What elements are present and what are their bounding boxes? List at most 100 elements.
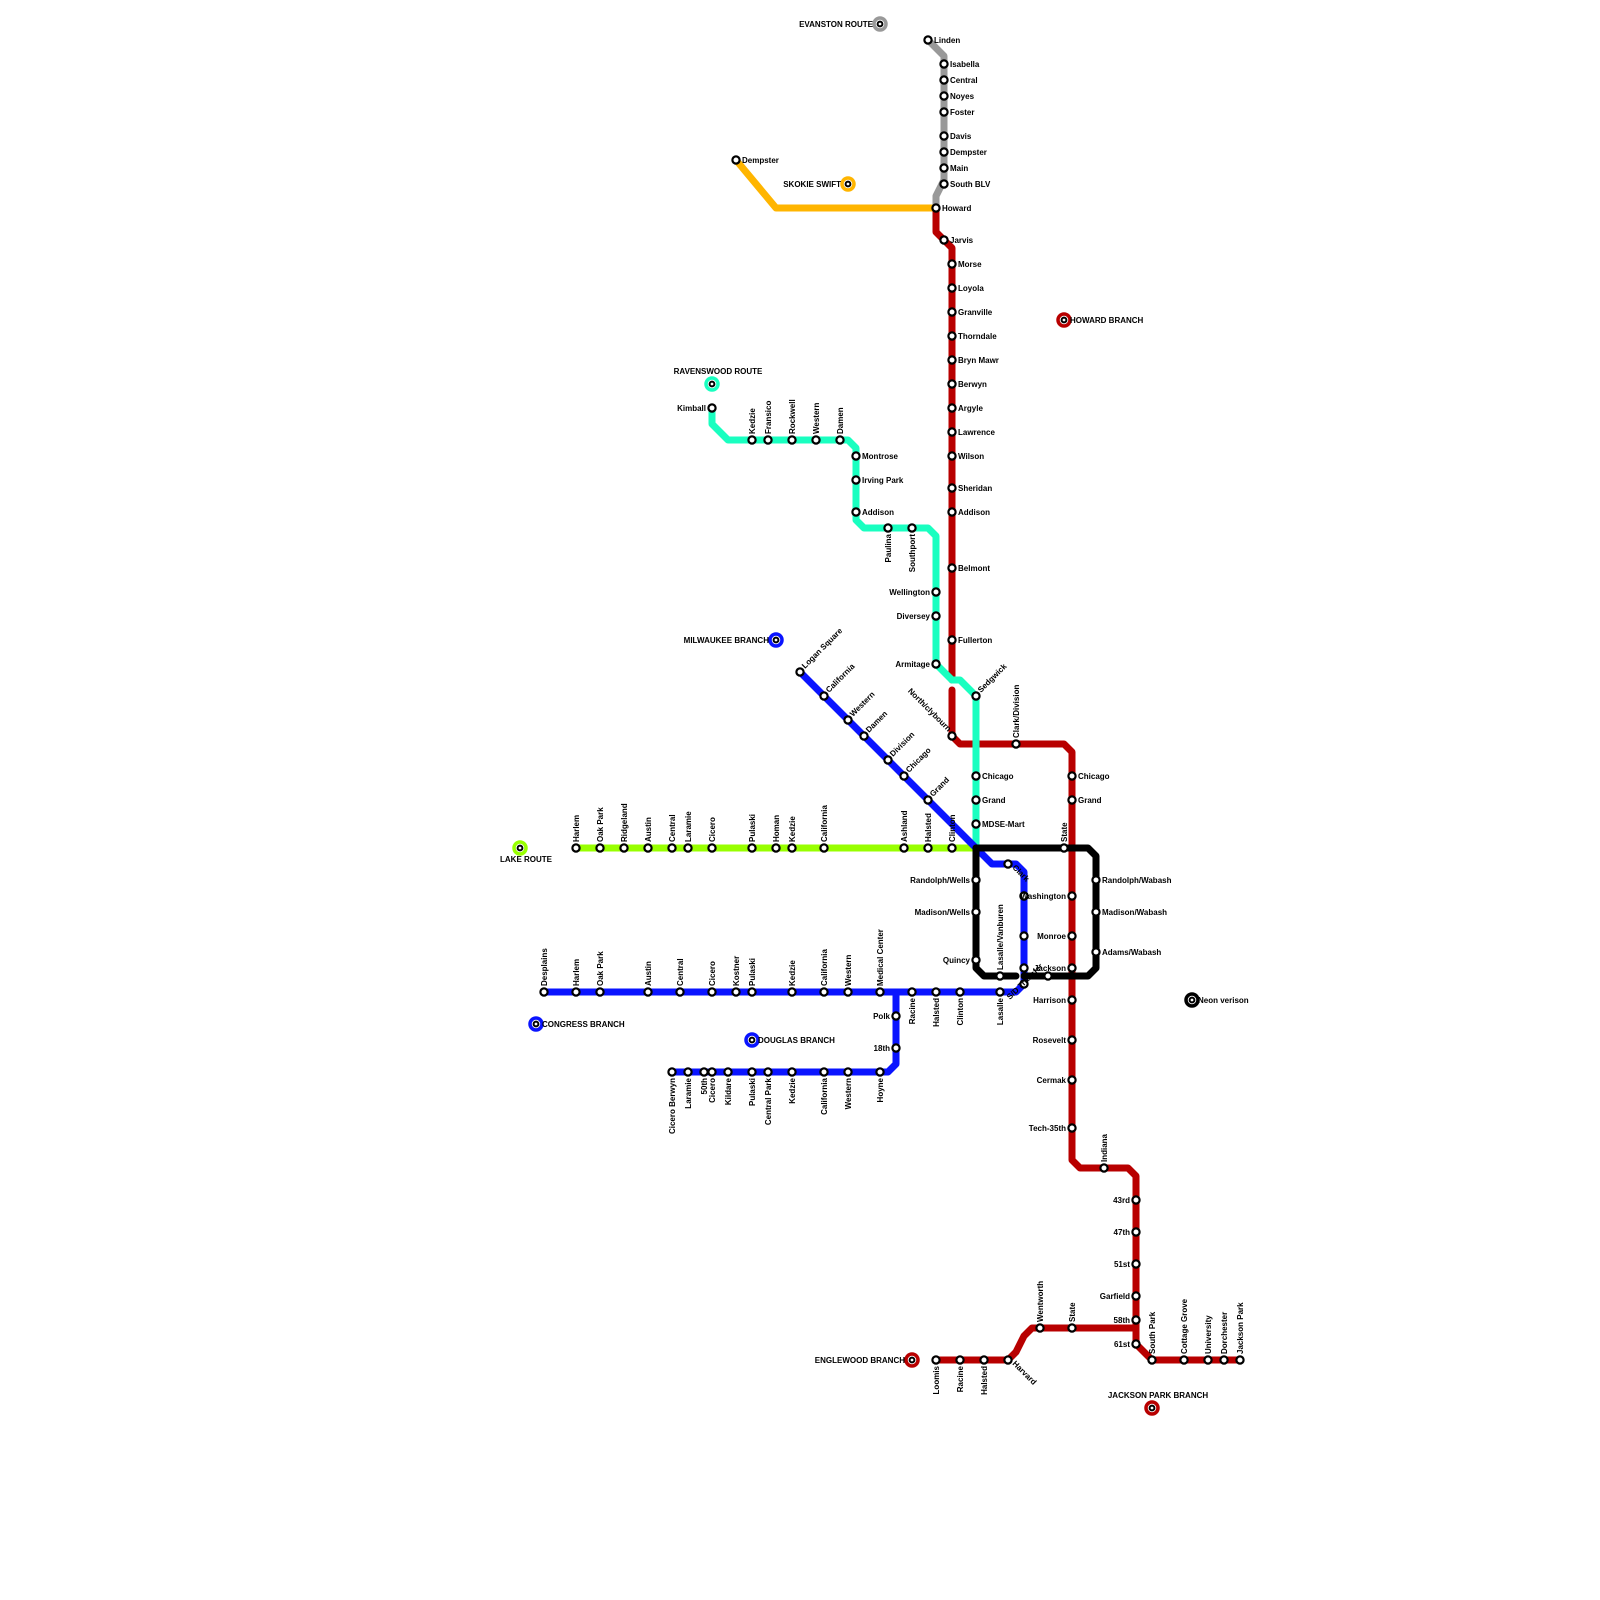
- station-englewood-harvard[interactable]: [1003, 1355, 1013, 1365]
- station-ravenswood-wellington[interactable]: [931, 587, 941, 597]
- station-howard-43rd[interactable]: [1131, 1195, 1141, 1205]
- station-howard-wilson[interactable]: [947, 451, 957, 461]
- station-lake-cicero[interactable]: [707, 843, 717, 853]
- station-douglas-pulaski[interactable]: [747, 1067, 757, 1077]
- station-ravenswood-armitage[interactable]: [931, 659, 941, 669]
- station-howard-sheridan[interactable]: [947, 483, 957, 493]
- station-evanston-davis[interactable]: [939, 131, 949, 141]
- station-howard-belmont[interactable]: [947, 563, 957, 573]
- station-evanston-central[interactable]: [939, 75, 949, 85]
- station-howard-state[interactable]: [1059, 843, 1069, 853]
- station-howard-rosevelt[interactable]: [1067, 1035, 1077, 1045]
- station-congress-oak-park[interactable]: [595, 987, 605, 997]
- station-lake-central[interactable]: [667, 843, 677, 853]
- station-lake-austin[interactable]: [643, 843, 653, 853]
- station-howard-bryn-mawr[interactable]: [947, 355, 957, 365]
- station-evanston-dempster[interactable]: [939, 147, 949, 157]
- station-ravenswood-damen[interactable]: [835, 435, 845, 445]
- station-howard-monroe[interactable]: [1067, 931, 1077, 941]
- station-ravenswood-irving-park[interactable]: [851, 475, 861, 485]
- station-congress-racine[interactable]: [907, 987, 917, 997]
- station-douglas-western[interactable]: [843, 1067, 853, 1077]
- station-howard-tech-35th[interactable]: [1067, 1123, 1077, 1133]
- station-lake-harlem[interactable]: [571, 843, 581, 853]
- station-loop-quincy[interactable]: [971, 955, 981, 965]
- station-lake-halsted[interactable]: [923, 843, 933, 853]
- station-congress-halsted[interactable]: [931, 987, 941, 997]
- station-milwaukee-clark[interactable]: [1003, 859, 1013, 869]
- station-lake-california[interactable]: [819, 843, 829, 853]
- station-ravenswood-southport[interactable]: [907, 523, 917, 533]
- station-milwaukee-division[interactable]: [883, 755, 893, 765]
- station-douglas-18th[interactable]: [891, 1043, 901, 1053]
- station-ravenswood-chicago[interactable]: [971, 771, 981, 781]
- station-douglas-cicero-berwyn[interactable]: [667, 1067, 677, 1077]
- station-loop-extra-2[interactable]: [1019, 963, 1029, 973]
- station-congress-western[interactable]: [843, 987, 853, 997]
- station-evanston-main[interactable]: [939, 163, 949, 173]
- station-lake-kedzie[interactable]: [787, 843, 797, 853]
- station-howard-garfield[interactable]: [1131, 1291, 1141, 1301]
- station-ravenswood-addison[interactable]: [851, 507, 861, 517]
- station-lake-ashland[interactable]: [899, 843, 909, 853]
- station-evanston-foster[interactable]: [939, 107, 949, 117]
- station-lake-oak-park[interactable]: [595, 843, 605, 853]
- station-congress-clinton[interactable]: [955, 987, 965, 997]
- station-howard-washington[interactable]: [1067, 891, 1077, 901]
- station-douglas-kedzie[interactable]: [787, 1067, 797, 1077]
- station-loop-madison-wabash[interactable]: [1091, 907, 1101, 917]
- station-milwaukee-lasalle-vanburen[interactable]: [995, 971, 1005, 981]
- station-howard-grand[interactable]: [1067, 795, 1077, 805]
- station-lake-laramie[interactable]: [683, 843, 693, 853]
- station-milwaukee-california[interactable]: [819, 691, 829, 701]
- station-jackson-park-cottage-grove[interactable]: [1179, 1355, 1189, 1365]
- station-milwaukee-western[interactable]: [843, 715, 853, 725]
- station-ravenswood-western[interactable]: [811, 435, 821, 445]
- station-milwaukee-damen[interactable]: [859, 731, 869, 741]
- station-howard-47th[interactable]: [1131, 1227, 1141, 1237]
- station-howard-cermak[interactable]: [1067, 1075, 1077, 1085]
- station-jackson-park-jackson-park[interactable]: [1235, 1355, 1245, 1365]
- station-douglas-polk[interactable]: [891, 1011, 901, 1021]
- station-milwaukee-s-d-transfer[interactable]: [1019, 979, 1029, 989]
- station-congress-medical-center[interactable]: [875, 987, 885, 997]
- station-howard-fullerton[interactable]: [947, 635, 957, 645]
- station-milwaukee-chicago[interactable]: [899, 771, 909, 781]
- station-congress-cicero[interactable]: [707, 987, 717, 997]
- station-douglas-50th[interactable]: [699, 1067, 709, 1077]
- station-douglas-kildare[interactable]: [723, 1067, 733, 1077]
- station-lake-homan[interactable]: [771, 843, 781, 853]
- station-howard-howard[interactable]: [931, 203, 941, 213]
- station-howard-harrison[interactable]: [1067, 995, 1077, 1005]
- station-congress-desplains[interactable]: [539, 987, 549, 997]
- station-loop-randolph-wabash[interactable]: [1091, 875, 1101, 885]
- station-loop-madison-wells[interactable]: [971, 907, 981, 917]
- station-milwaukee-logan-square[interactable]: [795, 667, 805, 677]
- station-evanston-noyes[interactable]: [939, 91, 949, 101]
- station-ravenswood-rockwell[interactable]: [787, 435, 797, 445]
- station-howard-jarvis[interactable]: [939, 235, 949, 245]
- station-loop-extra-1[interactable]: [1019, 931, 1029, 941]
- station-douglas-laramie[interactable]: [683, 1067, 693, 1077]
- station-ravenswood-paulina[interactable]: [883, 523, 893, 533]
- station-douglas-california[interactable]: [819, 1067, 829, 1077]
- station-englewood-racine[interactable]: [955, 1355, 965, 1365]
- station-ravenswood-grand[interactable]: [971, 795, 981, 805]
- station-evanston-south-blv[interactable]: [939, 179, 949, 189]
- station-howard-51st[interactable]: [1131, 1259, 1141, 1269]
- station-ravenswood-kedzie[interactable]: [747, 435, 757, 445]
- station-howard-addison[interactable]: [947, 507, 957, 517]
- station-ravenswood-fransico[interactable]: [763, 435, 773, 445]
- station-skokie-dempster[interactable]: [731, 155, 741, 165]
- station-lake-pulaski[interactable]: [747, 843, 757, 853]
- station-congress-harlem[interactable]: [571, 987, 581, 997]
- station-ravenswood-mdse-mart[interactable]: [971, 819, 981, 829]
- station-lake-clinton[interactable]: [947, 843, 957, 853]
- station-congress-central[interactable]: [675, 987, 685, 997]
- station-congress-california[interactable]: [819, 987, 829, 997]
- station-howard-58th[interactable]: [1131, 1315, 1141, 1325]
- station-howard-morse[interactable]: [947, 259, 957, 269]
- station-douglas-central-park[interactable]: [763, 1067, 773, 1077]
- station-ravenswood-kimball[interactable]: [707, 403, 717, 413]
- station-jackson-park-university[interactable]: [1203, 1355, 1213, 1365]
